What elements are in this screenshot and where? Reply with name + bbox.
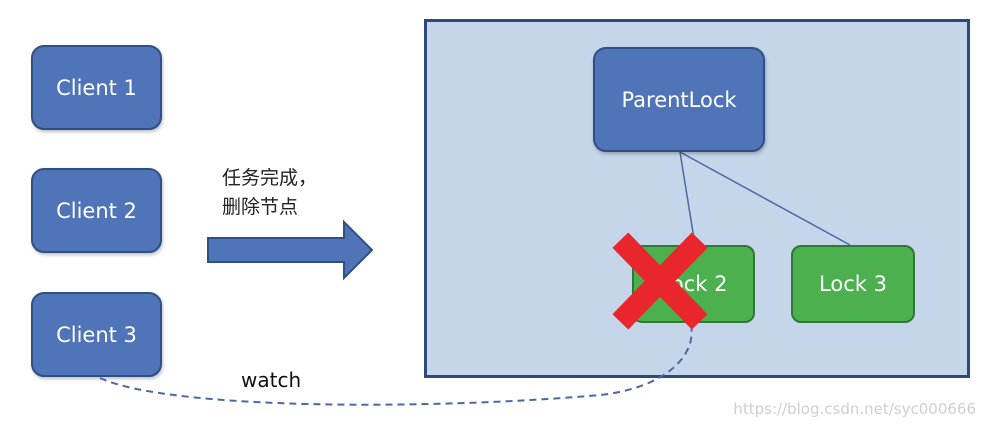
parent-to-lock3-edge: [679, 151, 851, 246]
watch-dashed-link: [99, 319, 693, 406]
client-1-node: Client 1: [31, 45, 162, 130]
right-arrow-icon: [207, 219, 374, 281]
arrow-caption-line-2: 删除节点: [222, 196, 299, 218]
watermark: https://blog.csdn.net/syc000666: [733, 400, 976, 418]
parent-lock-node: ParentLock: [593, 47, 765, 152]
arrow-caption-line-1: 任务完成，: [222, 167, 318, 189]
watch-label: watch: [241, 368, 302, 392]
parent-to-lock2-edge: [679, 151, 696, 246]
client-3-node: Client 3: [31, 292, 162, 377]
delete-x-icon: [612, 232, 708, 330]
lock-3-node: Lock 3: [791, 245, 915, 323]
client-2-node: Client 2: [31, 168, 162, 253]
